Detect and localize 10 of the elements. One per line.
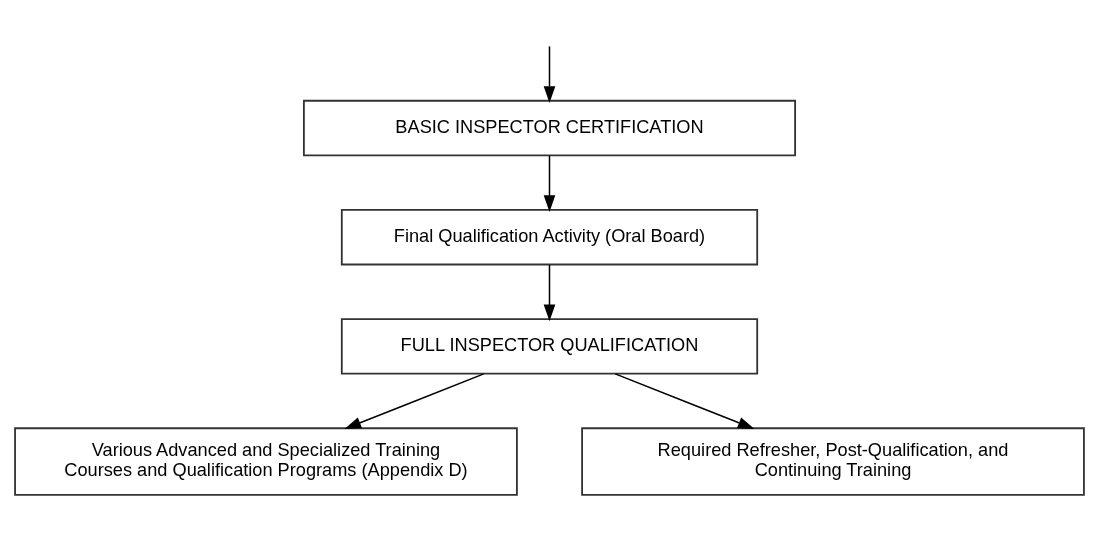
arrow [543, 45, 556, 103]
arrow [614, 373, 755, 430]
arrow [543, 264, 556, 322]
node-box: Various Advanced and Specialized Training Courses and Qualification Programs (Appendix D) [14, 427, 518, 496]
node-box: Final Qualification Activity (Oral Board) [340, 209, 759, 266]
node-box: FULL INSPECTOR QUALIFICATION [340, 318, 759, 375]
arrow [344, 373, 485, 430]
node-box: BASIC INSPECTOR CERTIFICATION [302, 99, 797, 157]
node-box: Required Refresher, Post-Qualification, and Continuing Training [581, 427, 1085, 496]
arrow [543, 155, 556, 213]
